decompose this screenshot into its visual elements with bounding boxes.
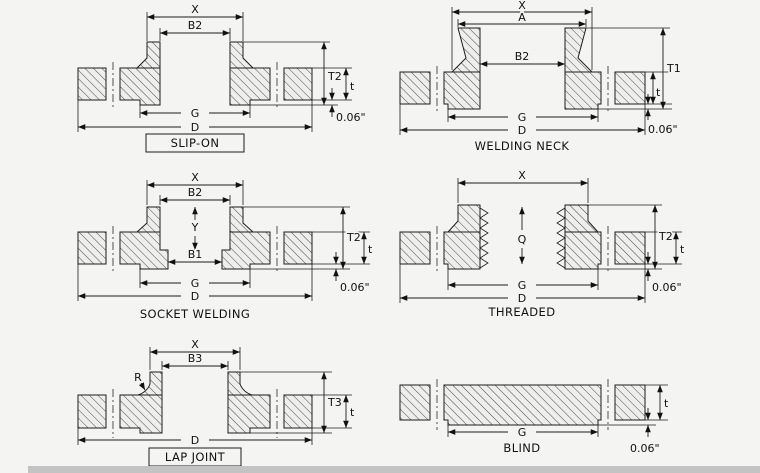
welding-neck-dimensions: X A B2 G D T1 t 0.06" <box>399 0 682 139</box>
threaded-dim-d: D <box>518 292 526 305</box>
footer-strip <box>28 466 760 473</box>
lap-joint-section-drawing <box>77 371 313 434</box>
slip-on-dim-d: D <box>191 121 199 134</box>
slip-on-dim-x: X <box>191 3 199 16</box>
socket-welding-dim-y: Y <box>191 221 199 234</box>
slip-on-section-drawing <box>77 41 313 106</box>
welding-neck-dim-a: A <box>518 11 526 24</box>
socket-welding-dim-x: X <box>191 171 199 184</box>
lap-joint-dim-r: R <box>134 371 142 384</box>
lap-joint-dim-x: X <box>191 338 199 351</box>
slip-on-dimensions: X B2 G D T2 t 0.06" <box>77 2 367 136</box>
threaded-title: THREADED <box>488 305 556 319</box>
threaded-dim-t: t <box>680 243 685 256</box>
socket-welding-title: SOCKET WELDING <box>140 307 250 321</box>
diagram-threaded: X Q G D T2 t 0.06" THREADED <box>399 168 687 321</box>
socket-welding-section-drawing <box>77 206 313 270</box>
diagram-welding-neck: X A B2 G D T1 t 0.06" WELDING <box>399 0 682 155</box>
blind-section-drawing <box>399 384 646 426</box>
socket-welding-dim-rf: 0.06" <box>340 281 370 294</box>
welding-neck-section-drawing <box>399 27 646 110</box>
thread-symbol-left <box>479 207 489 269</box>
diagram-lap-joint: X B3 R D T3 t LAP JOINT <box>77 337 357 467</box>
lap-joint-dim-d: D <box>191 434 199 447</box>
threaded-dim-t2: T2 <box>658 230 673 243</box>
welding-neck-dim-rf: 0.06" <box>648 123 678 136</box>
blind-title: BLIND <box>503 441 540 455</box>
welding-neck-title: WELDING NECK <box>475 139 570 153</box>
diagram-socket-welding: X B2 Y B1 G D T2 t <box>77 170 375 323</box>
slip-on-dim-b2: B2 <box>188 19 203 32</box>
welding-neck-bolt-centerlines <box>436 66 609 114</box>
lap-joint-dim-b3: B3 <box>188 352 203 365</box>
blind-dim-g: G <box>518 426 527 439</box>
socket-welding-dim-b1: B1 <box>188 248 203 261</box>
blind-dim-rf: 0.06" <box>630 442 660 455</box>
thread-symbol-right <box>556 207 566 269</box>
socket-welding-dim-t: t <box>368 243 373 256</box>
welding-neck-dim-g: G <box>518 111 527 124</box>
lap-joint-title: LAP JOINT <box>165 450 226 464</box>
lap-joint-dim-t3: T3 <box>327 396 342 409</box>
threaded-dimensions: X Q G D T2 t 0.06" <box>399 168 687 307</box>
welding-neck-dim-d: D <box>518 124 526 137</box>
welding-neck-dim-b2: B2 <box>515 50 530 63</box>
socket-welding-dim-t2: T2 <box>346 231 361 244</box>
socket-welding-dim-b2: B2 <box>188 186 203 199</box>
threaded-dim-q: Q <box>518 233 527 246</box>
welding-neck-dim-t: t <box>656 86 661 99</box>
threaded-dim-x: X <box>518 169 526 182</box>
socket-welding-bolt-centerlines <box>112 226 278 274</box>
welding-neck-dim-x: X <box>518 0 526 12</box>
diagram-slip-on: X B2 G D T2 t 0.06" SLIP-ON <box>77 2 367 153</box>
lap-joint-dim-t: t <box>350 406 355 419</box>
blind-dimensions: G t 0.06" <box>447 384 671 457</box>
socket-welding-dim-d: D <box>191 290 199 303</box>
diagram-blind: G t 0.06" BLIND <box>399 379 671 457</box>
blind-dim-t: t <box>664 397 669 410</box>
slip-on-bolt-centerlines <box>112 62 278 110</box>
slip-on-title: SLIP-ON <box>171 136 220 150</box>
slip-on-dim-g: G <box>191 107 200 120</box>
slip-on-title-box <box>145 133 245 153</box>
lap-joint-dimensions: X B3 R D T3 t <box>77 337 357 449</box>
socket-welding-dimensions: X B2 Y B1 G D T2 t <box>77 170 375 305</box>
welding-neck-dim-t1: T1 <box>666 62 681 75</box>
threaded-bolt-centerlines <box>436 226 609 274</box>
socket-welding-dim-g: G <box>191 277 200 290</box>
slip-on-dim-t2: T2 <box>327 70 342 83</box>
threaded-dim-rf: 0.06" <box>652 281 682 294</box>
threaded-dim-g: G <box>518 279 527 292</box>
slip-on-dim-rf: 0.06" <box>336 111 366 124</box>
threaded-section-drawing <box>399 204 646 270</box>
slip-on-dim-t: t <box>350 80 355 93</box>
